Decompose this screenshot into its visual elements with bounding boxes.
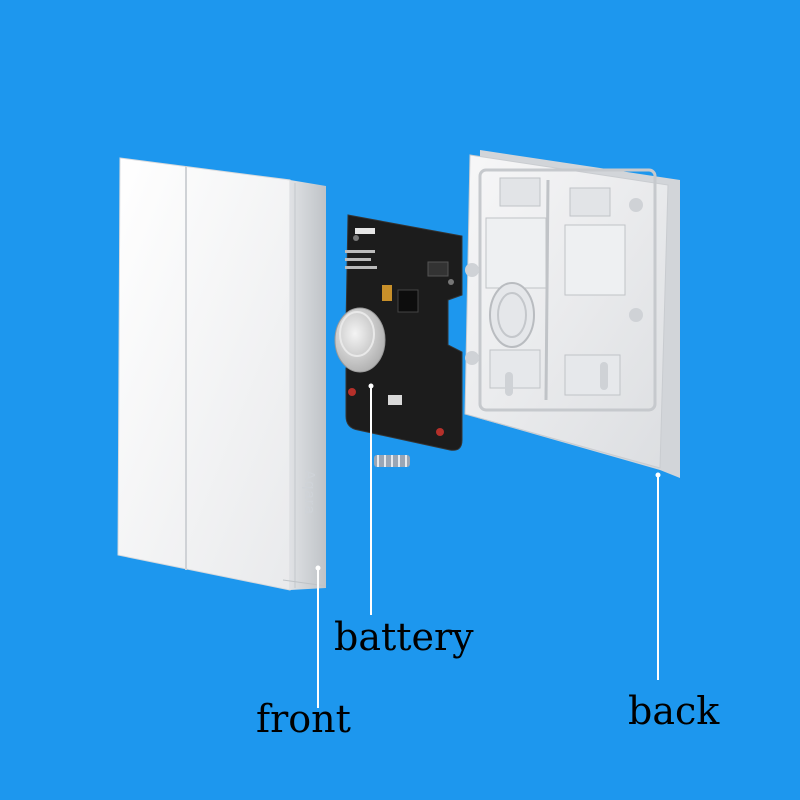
battery-label: battery (334, 615, 474, 659)
coin-battery (334, 307, 386, 373)
back-label: back (628, 689, 720, 733)
front-label: front (256, 697, 351, 741)
spring (374, 455, 410, 467)
circuit-board (345, 214, 463, 451)
front-panel (117, 157, 327, 591)
brand-logo: Aqara (301, 470, 318, 516)
back-plate (464, 150, 680, 478)
